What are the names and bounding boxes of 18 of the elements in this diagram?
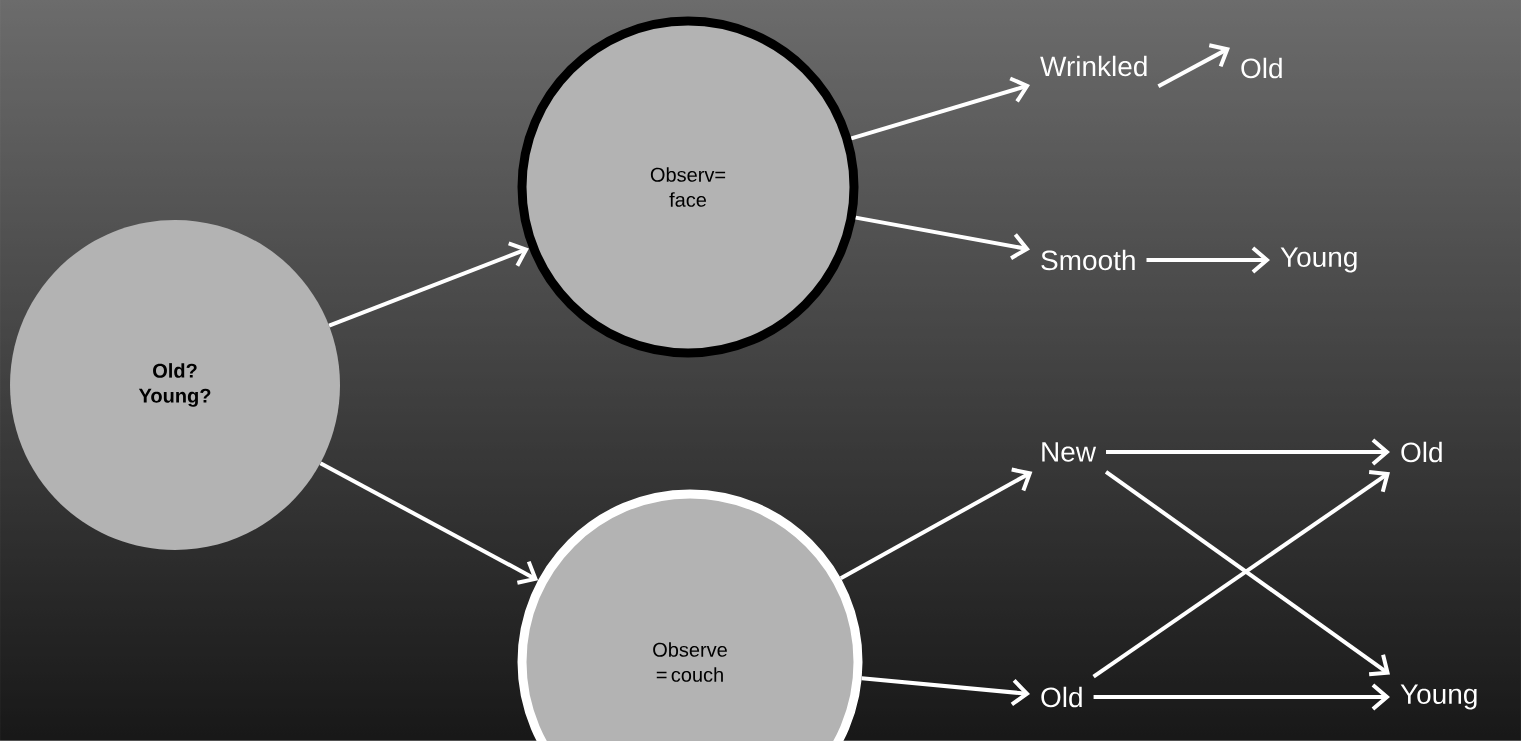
arrow xyxy=(855,215,1030,260)
result-label: Young xyxy=(1400,684,1477,710)
result-label: Old xyxy=(1241,57,1282,79)
arrow xyxy=(1146,246,1270,274)
arrow xyxy=(839,467,1033,580)
result-label: Old xyxy=(1401,441,1442,463)
outcome-label: Old xyxy=(1041,686,1082,708)
outcome-label: New xyxy=(1042,442,1097,462)
arrow xyxy=(328,241,529,328)
arrow xyxy=(1157,43,1230,89)
arrow xyxy=(1093,683,1390,711)
result-label: Young xyxy=(1280,247,1357,273)
arrow xyxy=(1106,438,1390,466)
arrow xyxy=(850,76,1030,141)
outcome-label: Wrinkled xyxy=(1040,55,1147,77)
arrow xyxy=(861,676,1030,706)
arrow xyxy=(319,461,539,585)
outcome-label: Smooth xyxy=(1041,249,1135,271)
